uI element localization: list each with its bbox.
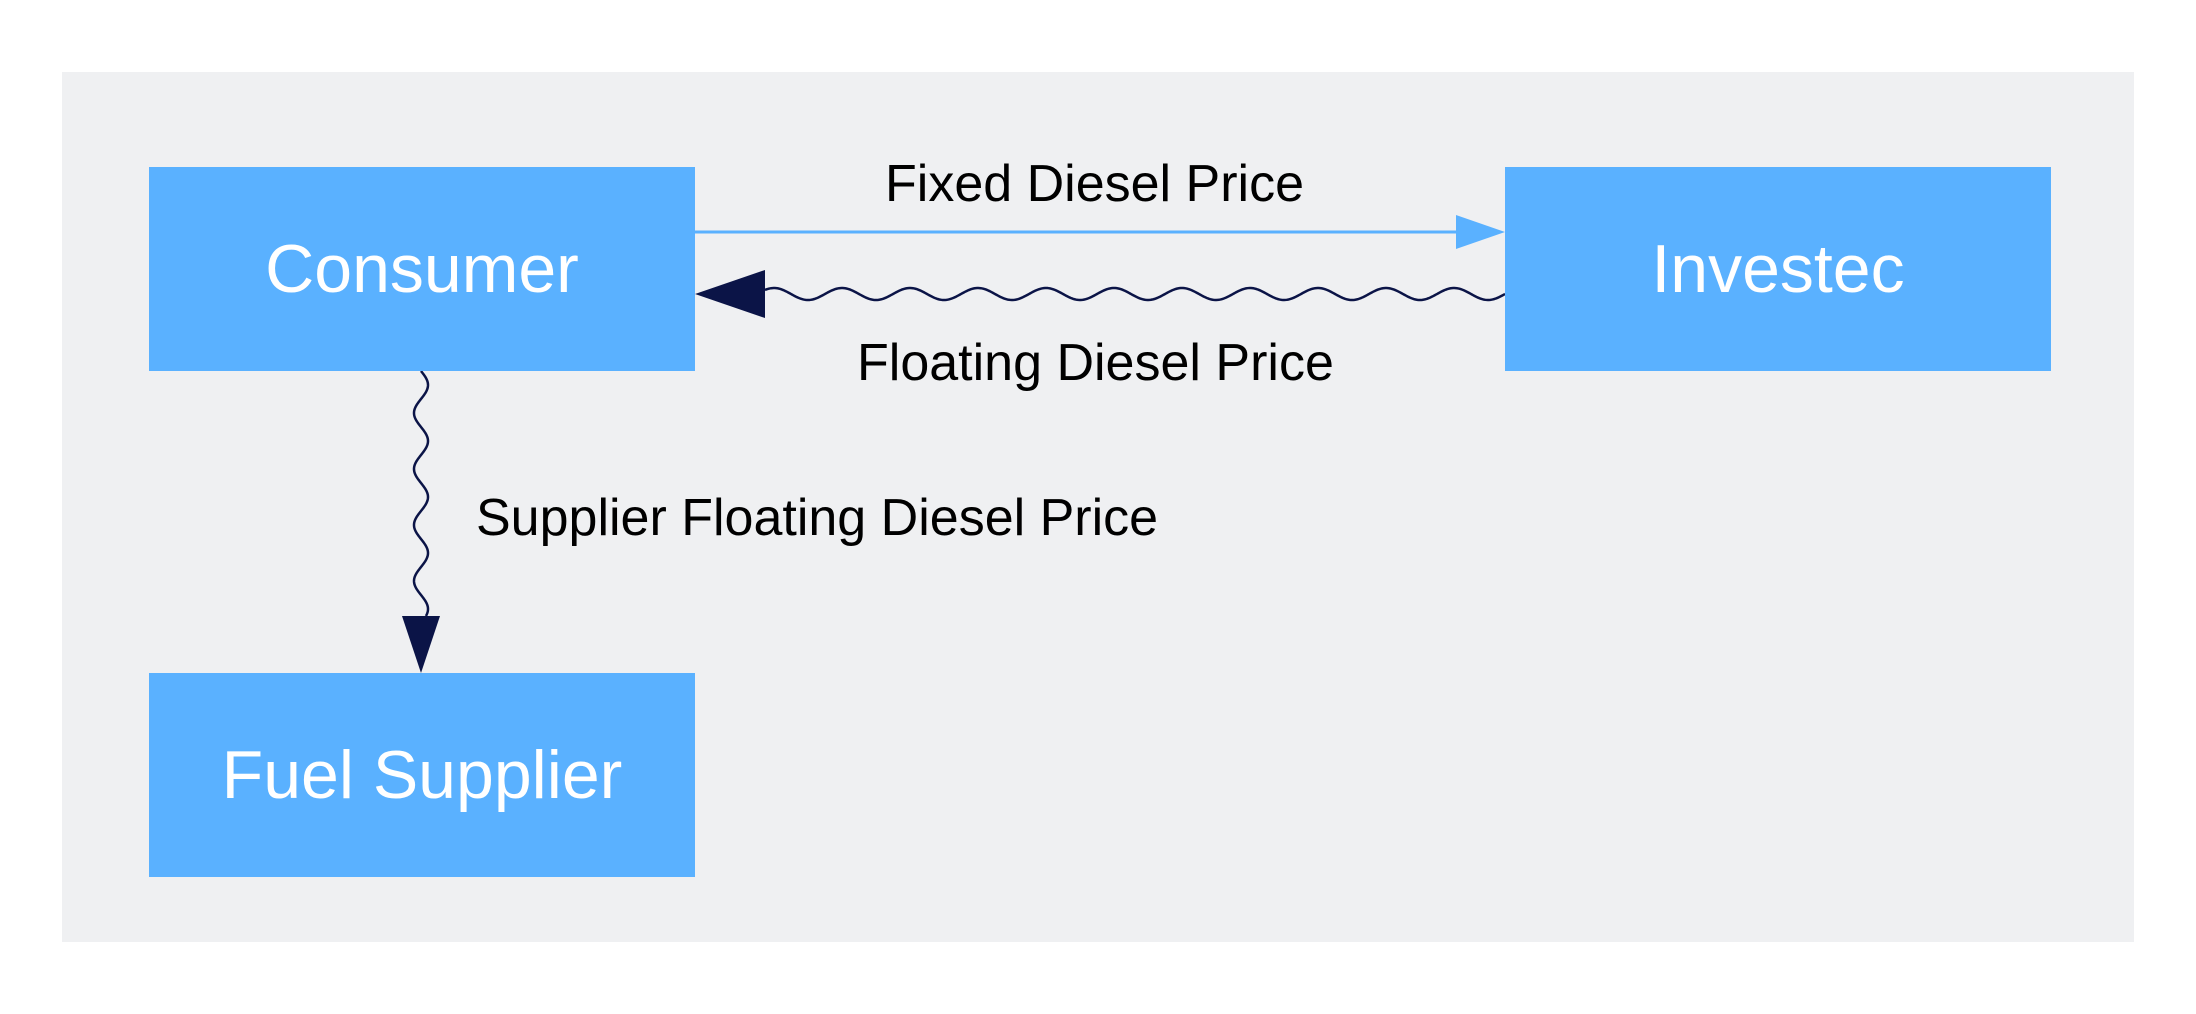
fixed-price-label: Fixed Diesel Price (885, 155, 1305, 213)
fixed-price-arrowhead (1456, 215, 1505, 249)
node-fuel-supplier: Fuel Supplier (149, 673, 695, 877)
node-fuel-supplier-label: Fuel Supplier (221, 737, 623, 813)
node-consumer: Consumer (149, 167, 695, 371)
node-investec: Investec (1505, 167, 2051, 371)
node-investec-label: Investec (1651, 231, 1905, 307)
supplier-price-arrow-line (412, 370, 430, 617)
node-consumer-label: Consumer (265, 231, 579, 307)
floating-price-arrow-line (764, 286, 1506, 302)
floating-price-label: Floating Diesel Price (857, 334, 1334, 392)
supplier-price-label: Supplier Floating Diesel Price (476, 489, 1159, 547)
supplier-price-arrowhead (402, 616, 440, 673)
floating-price-arrowhead (695, 270, 765, 318)
